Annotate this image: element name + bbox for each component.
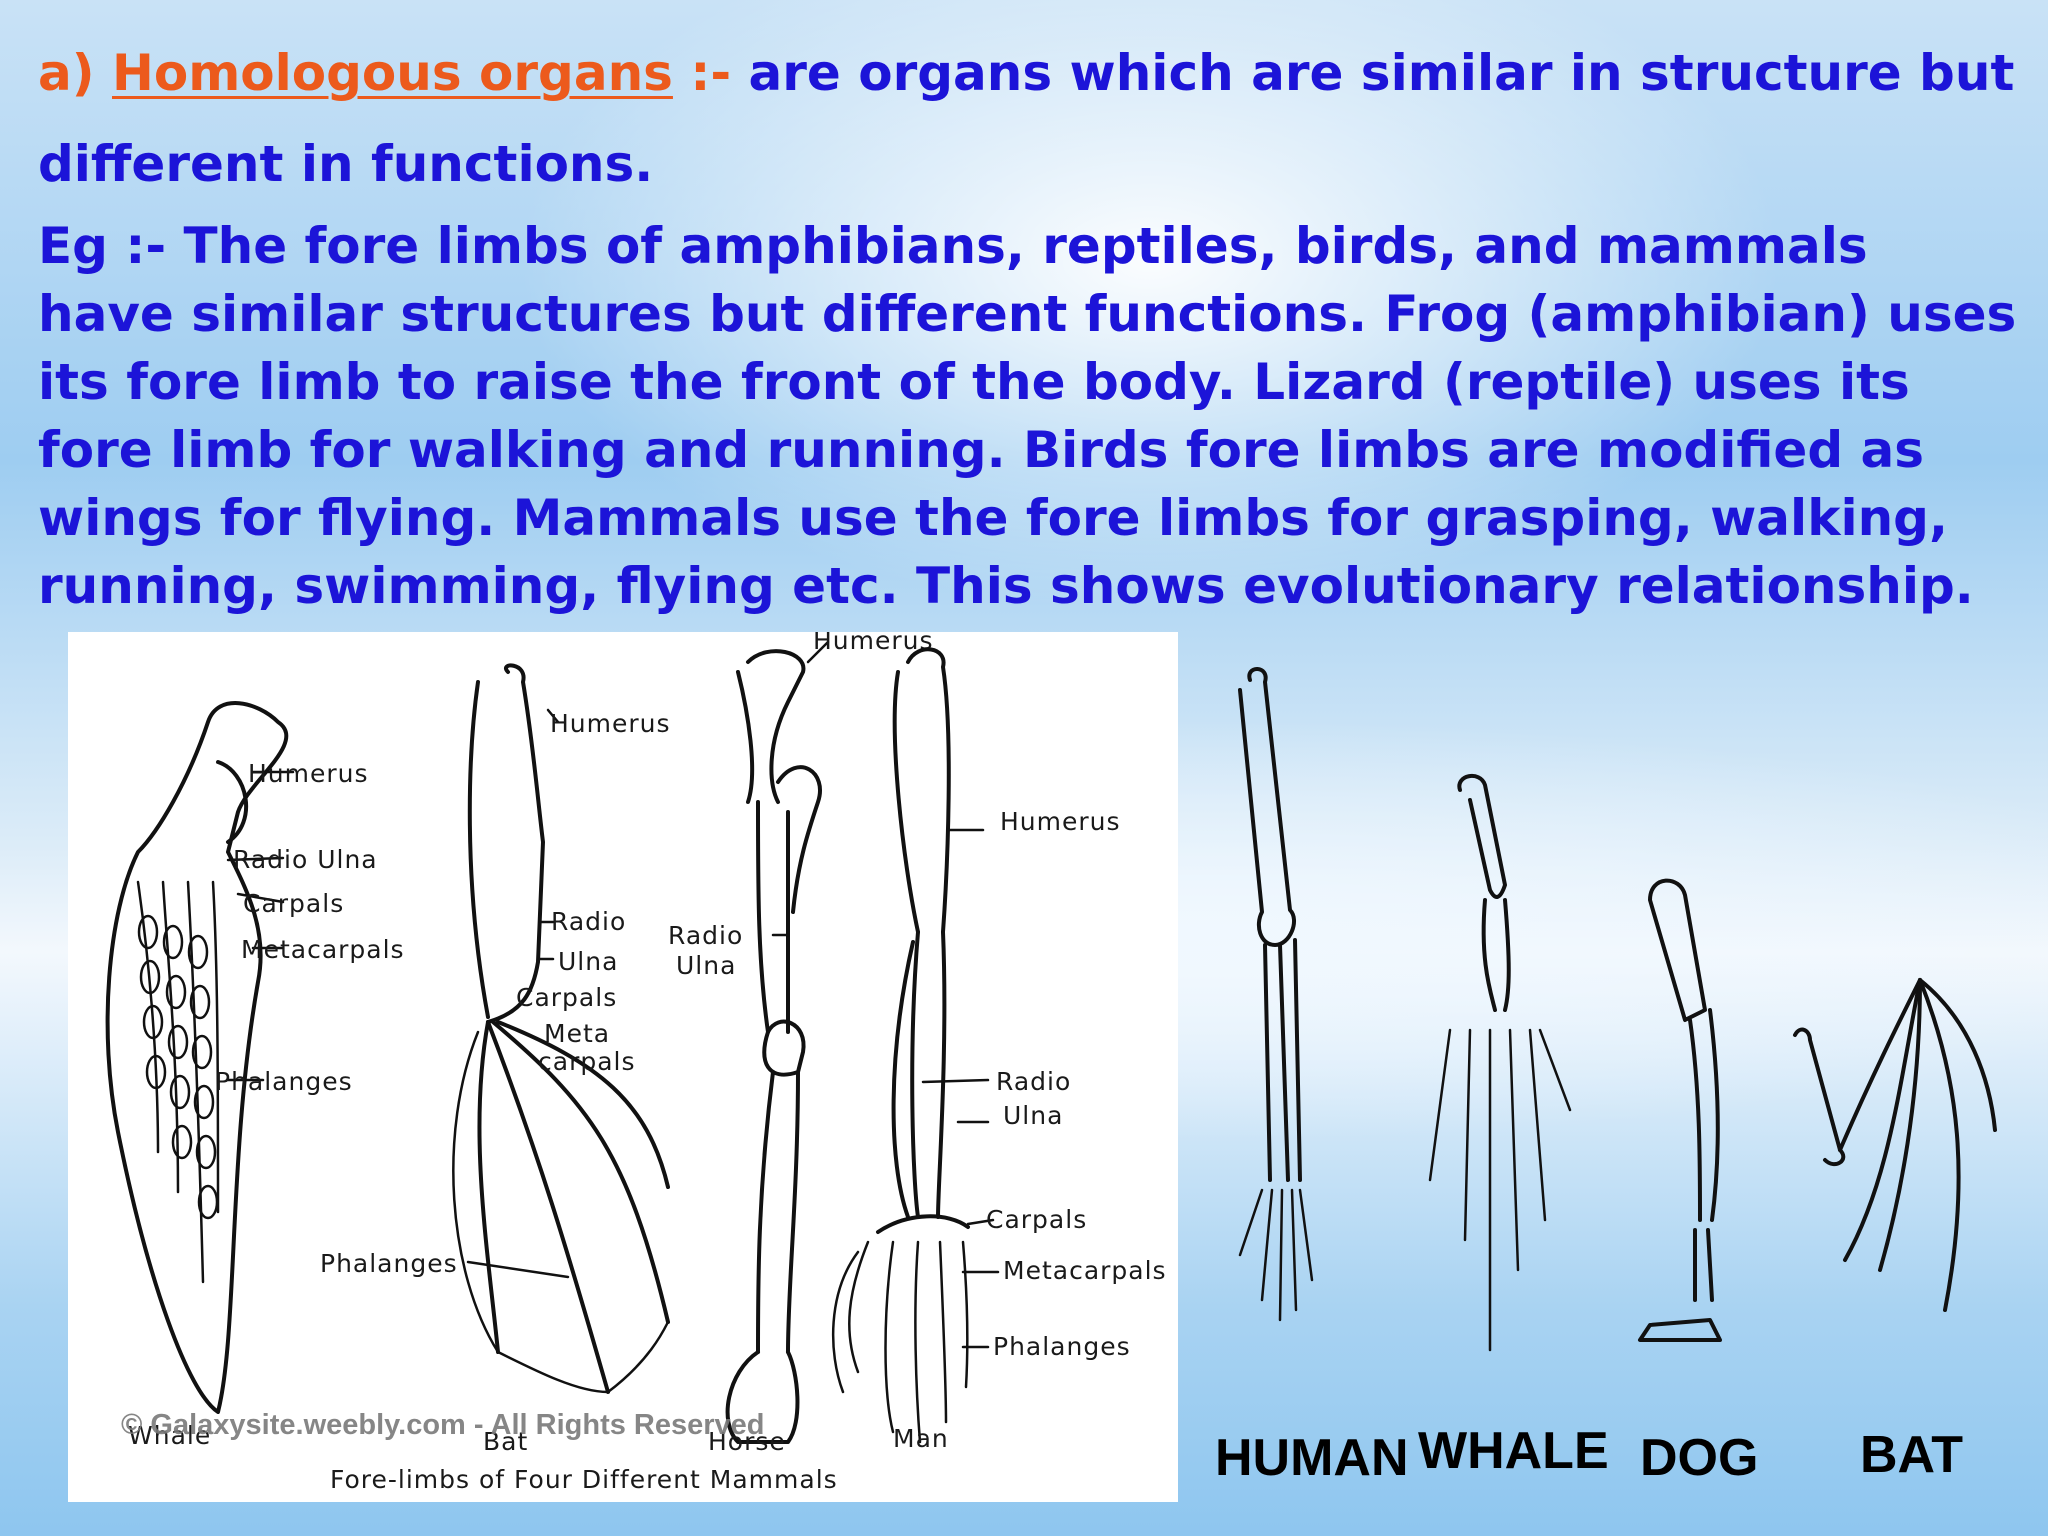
horse-leg-drawing: Humerus Radio Ulna Horse [668, 632, 934, 1456]
man-arm-drawing: Humerus Radio Ulna Carpals Metacarpals P… [831, 647, 1167, 1453]
figure-caption: Fore-limbs of Four Different Mammals [330, 1465, 838, 1494]
man-label-ulna: Ulna [1003, 1101, 1063, 1130]
whale-label-phalanges: Phalanges [215, 1067, 353, 1096]
right-label-whale: WHALE [1418, 1422, 1609, 1480]
whale-flipper-drawing: Humerus Radio Ulna Carpals Metacarpals P… [105, 701, 405, 1450]
forelimbs-drawing: Humerus Radio Ulna Carpals Metacarpals P… [105, 632, 1167, 1494]
man-name: Man [893, 1424, 949, 1453]
horse-label-humerus: Humerus [813, 632, 934, 655]
whale-limb-drawing [1428, 774, 1572, 1352]
bat-label-phalanges: Phalanges [320, 1249, 458, 1278]
whale-label-carpals: Carpals [243, 889, 344, 918]
whale-label-humerus: Humerus [248, 759, 369, 788]
bat-wing-drawing: Humerus Radio Ulna Carpals Meta carpals … [320, 663, 671, 1456]
definition-text: are organs which are similar in structur… [38, 44, 2015, 193]
definition-paragraph: a) Homologous organs :- are organs which… [38, 28, 2018, 210]
whale-label-metacarpals: Metacarpals [241, 935, 405, 964]
limb-skeletons-figure: HUMAN WHALE DOG BAT [1200, 660, 2000, 1510]
bat-label-meta: Meta [544, 1019, 610, 1048]
definition-separator: :- [672, 44, 732, 102]
example-text: The fore limbs of amphibians, reptiles, … [38, 217, 2017, 615]
horse-label-ulna: Ulna [676, 951, 736, 980]
horse-label-radio: Radio [668, 921, 743, 950]
human-arm-drawing [1238, 667, 1314, 1322]
man-label-humerus: Humerus [1000, 807, 1121, 836]
man-label-phalanges: Phalanges [993, 1332, 1131, 1361]
right-label-dog: DOG [1640, 1429, 1758, 1487]
example-label: Eg :- [38, 217, 167, 275]
dog-limb-drawing [1638, 878, 1722, 1342]
man-label-radio: Radio [996, 1067, 1071, 1096]
definition-prefix: a) [38, 44, 112, 102]
forelimbs-figure: Humerus Radio Ulna Carpals Metacarpals P… [68, 632, 1178, 1502]
bat-label-carpals: Carpals [516, 983, 617, 1012]
whale-label-radio-ulna: Radio Ulna [233, 845, 378, 874]
bat-limb-drawing [1793, 978, 1997, 1312]
example-paragraph: Eg :- The fore limbs of amphibians, rept… [38, 212, 2018, 620]
bat-label-carpals-2: carpals [538, 1047, 636, 1076]
horse-name: Horse [708, 1427, 786, 1456]
man-label-metacarpals: Metacarpals [1003, 1256, 1167, 1285]
man-label-carpals: Carpals [986, 1205, 1087, 1234]
right-label-bat: BAT [1860, 1426, 1963, 1484]
whale-name: Whale [128, 1421, 211, 1450]
right-label-human: HUMAN [1215, 1429, 1409, 1487]
watermark: © Galaxysite.weebly.com - All Rights Res… [121, 1409, 765, 1441]
bat-name: Bat [483, 1427, 528, 1456]
definition-term: Homologous organs [112, 44, 673, 102]
limb-skeletons-drawing: HUMAN WHALE DOG BAT [1215, 667, 1997, 1487]
bat-label-radio: Radio [551, 907, 626, 936]
bat-label-humerus: Humerus [550, 709, 671, 738]
bat-label-ulna: Ulna [558, 947, 618, 976]
